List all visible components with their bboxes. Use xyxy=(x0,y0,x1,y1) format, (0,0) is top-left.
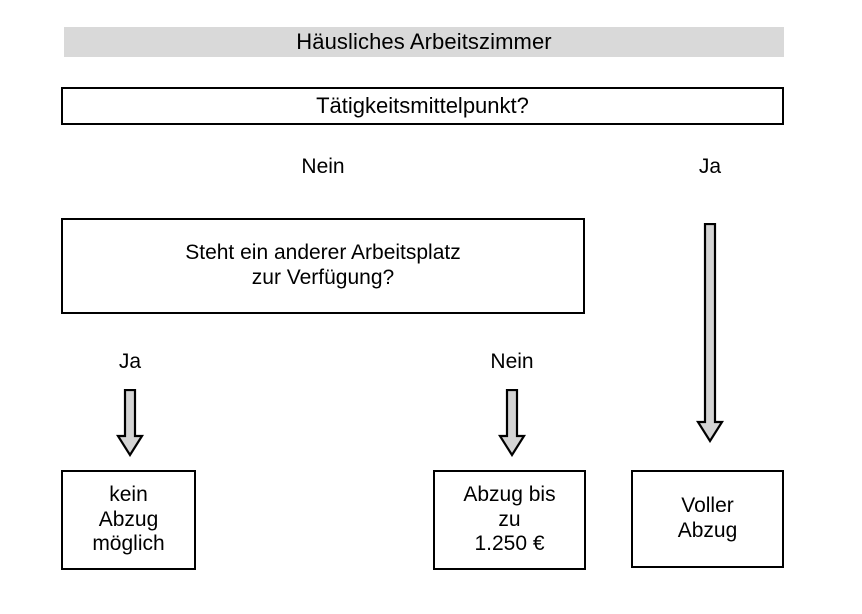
line-3: möglich xyxy=(92,532,165,556)
down-arrow-icon-left xyxy=(116,389,144,457)
outcome-box-abzug-bis-text: Abzug bis zu 1.250 € xyxy=(463,483,555,557)
line-3: 1.250 € xyxy=(474,532,545,556)
edge-label-q2-no: Nein xyxy=(490,350,534,373)
outcome-box-kein-abzug-moeglich: kein Abzug möglich xyxy=(61,470,196,570)
down-arrow-icon-right xyxy=(696,223,724,443)
line-2: zur Verfügung? xyxy=(251,266,395,289)
line-1: kein xyxy=(109,482,148,506)
line-1: Steht ein anderer Arbeitsplatz xyxy=(185,241,461,265)
line-1: Voller xyxy=(681,494,734,518)
line-1: Abzug bis xyxy=(463,482,556,506)
outcome-box-abzug-bis-zu: Abzug bis zu 1.250 € xyxy=(433,470,586,570)
line-2: Abzug xyxy=(677,519,738,542)
decision-box-anderer-arbeitsplatz: Steht ein anderer Arbeitsplatz zur Verfü… xyxy=(61,218,585,314)
outcome-box-voller-abzug: Voller Abzug xyxy=(631,470,784,568)
outcome-box-kein-abzug-text: kein Abzug möglich xyxy=(92,483,164,557)
down-arrow-icon-middle xyxy=(498,389,526,457)
edge-label-q1-no: Nein xyxy=(301,155,345,178)
diagram-title-banner: Häusliches Arbeitszimmer xyxy=(64,27,784,57)
outcome-box-voller-abzug-text: Voller Abzug xyxy=(678,494,738,544)
line-2: Abzug xyxy=(98,507,159,531)
line-2: zu xyxy=(498,507,521,531)
decision-box-taetigkeitsmittelpunkt: Tätigkeitsmittelpunkt? xyxy=(61,87,784,125)
edge-label-q2-yes: Ja xyxy=(118,350,142,373)
edge-label-q1-yes: Ja xyxy=(698,155,722,178)
decision-box-anderer-arbeitsplatz-text: Steht ein anderer Arbeitsplatz zur Verfü… xyxy=(185,241,461,291)
